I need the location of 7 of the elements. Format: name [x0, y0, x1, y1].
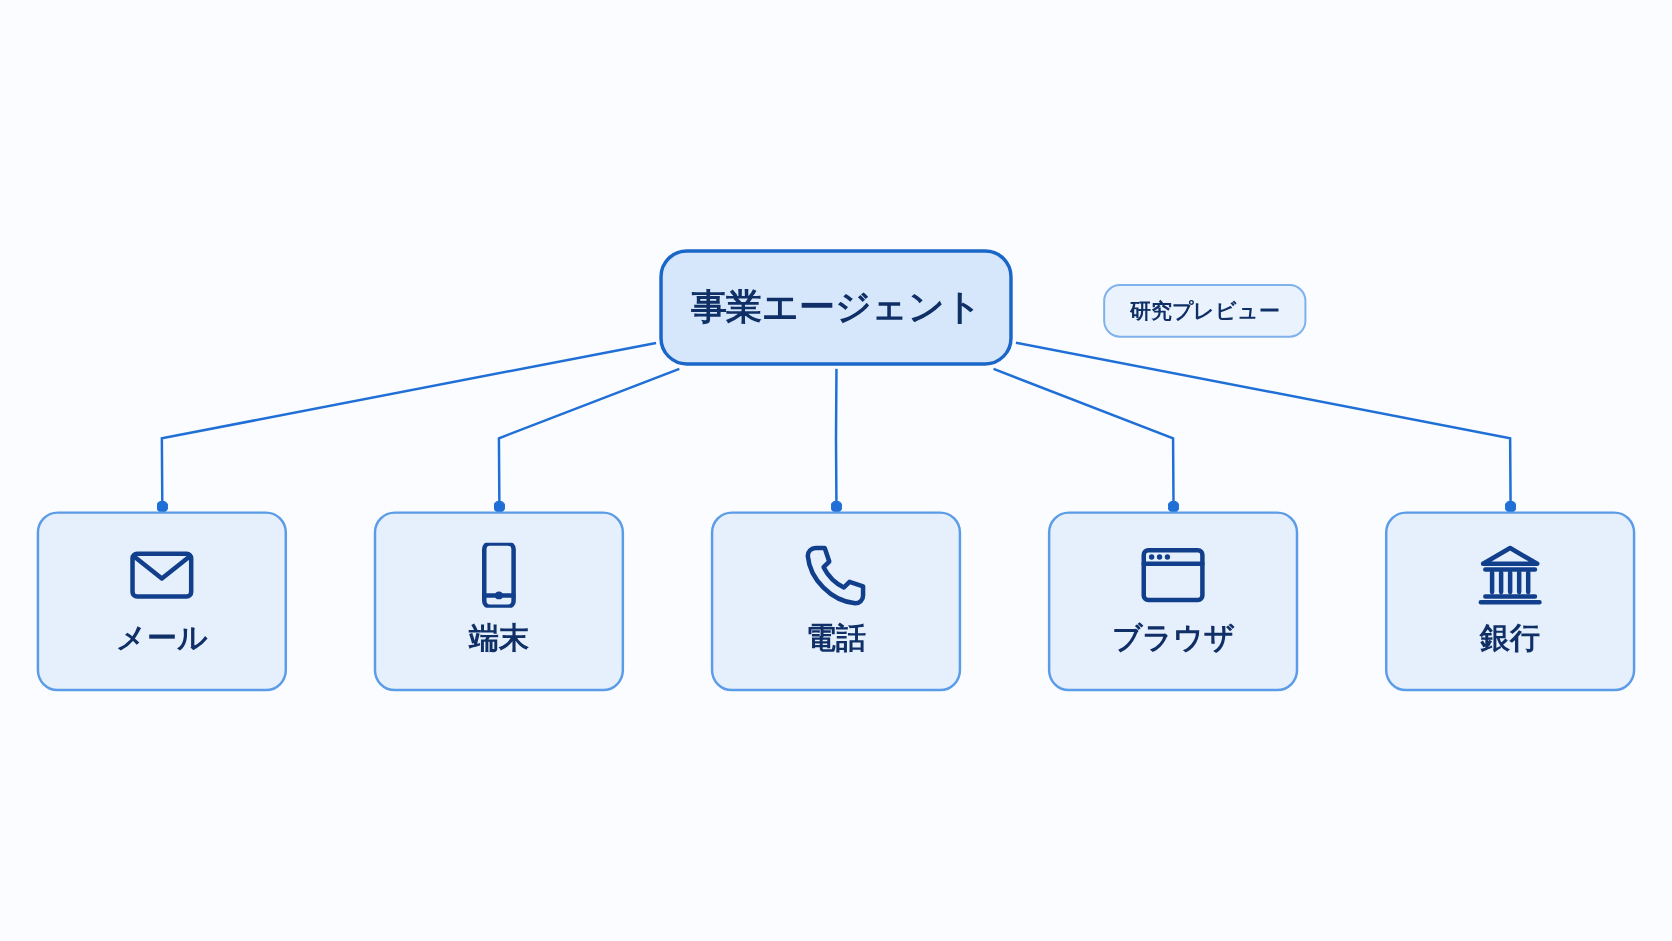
node-label: 電話 [806, 620, 866, 656]
node-label: 事業エージェント [690, 286, 982, 328]
node-label: 端末 [469, 620, 529, 656]
node-label: メール [116, 620, 208, 656]
node-label: ブラウザ [1111, 620, 1235, 656]
node-label: 銀行 [1480, 620, 1540, 656]
badge-label: 研究プレビュー [1129, 299, 1280, 323]
